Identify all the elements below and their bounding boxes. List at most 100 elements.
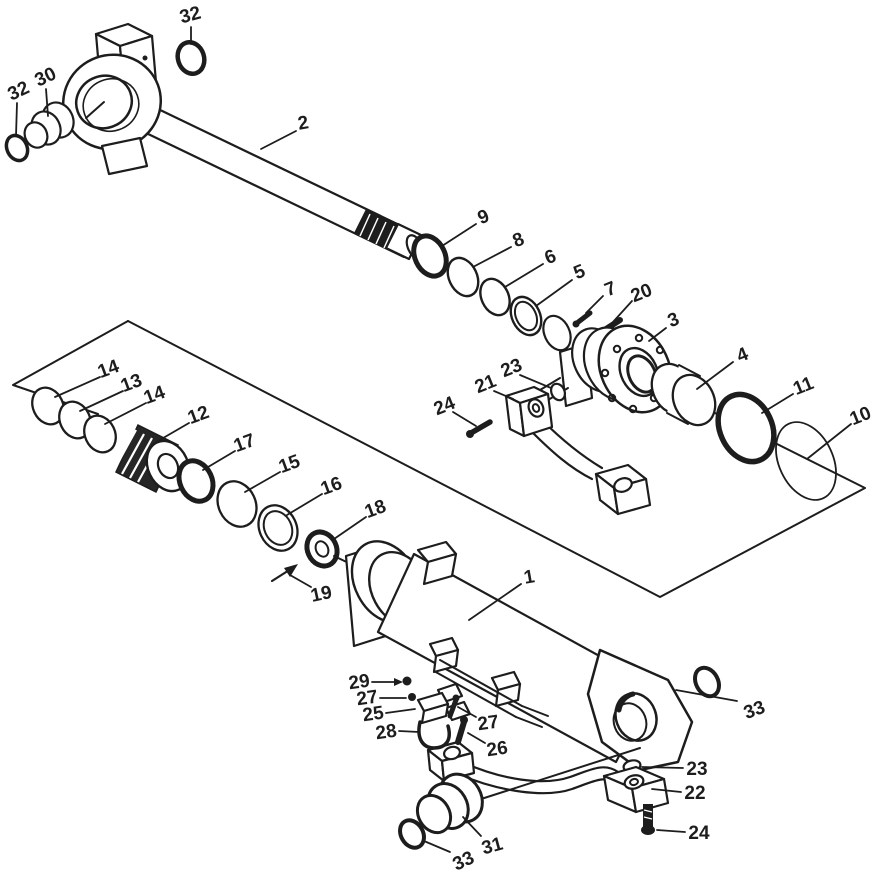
leader-4 xyxy=(696,361,734,390)
part-label-3: 3 xyxy=(665,309,683,332)
part-label-23b: 23 xyxy=(686,759,707,780)
oring-33-lower xyxy=(398,818,426,850)
piston-nut-18 xyxy=(304,529,340,569)
leader-24b xyxy=(656,829,686,833)
leader-10 xyxy=(806,423,852,460)
oring-32-left xyxy=(4,133,30,163)
leader-13 xyxy=(79,390,124,412)
bolt-27-right xyxy=(447,694,460,719)
part-label-9: 9 xyxy=(475,206,493,229)
u-clamp-28 xyxy=(417,720,451,750)
part-label-23a: 23 xyxy=(498,355,525,382)
fitting-7 xyxy=(572,310,593,328)
part-label-18: 18 xyxy=(362,496,389,523)
piston-stack xyxy=(31,386,358,583)
leader-19 xyxy=(289,574,312,588)
set-pin-19 xyxy=(270,564,298,583)
leader-2 xyxy=(260,130,297,150)
leader-6 xyxy=(504,263,544,288)
leader-31 xyxy=(462,816,482,837)
elbow-pipe-assembly xyxy=(466,377,652,516)
part-label-4: 4 xyxy=(734,344,752,368)
leader-21 xyxy=(493,390,514,400)
ring-10 xyxy=(775,421,837,501)
part-label-19: 19 xyxy=(309,582,334,607)
bolt-24-upper xyxy=(466,419,493,438)
leader-7 xyxy=(585,295,604,314)
washer-27-left xyxy=(408,693,416,701)
leader-25 xyxy=(385,708,416,714)
oring-11 xyxy=(715,391,777,465)
part-label-21: 21 xyxy=(472,371,500,399)
leader-23a xyxy=(519,374,552,389)
leader-24a xyxy=(452,411,477,427)
leader-12 xyxy=(157,422,190,442)
part-label-1: 1 xyxy=(522,566,536,589)
pipe-clamp-cluster xyxy=(394,676,472,750)
leader-5 xyxy=(535,279,573,307)
leader-26 xyxy=(467,732,486,744)
part-label-16: 16 xyxy=(318,473,345,500)
part-label-27b: 27 xyxy=(476,712,500,736)
part-label-31: 31 xyxy=(479,833,505,859)
leader-27b xyxy=(457,706,477,718)
part-label-17: 17 xyxy=(231,430,258,457)
leader-30 xyxy=(45,88,49,117)
part-label-14b: 14 xyxy=(141,382,168,409)
tube-eye-boss xyxy=(586,648,694,772)
part-label-24a: 24 xyxy=(431,393,459,421)
lower-pipe-assembly xyxy=(426,740,670,835)
part-label-29: 29 xyxy=(347,671,371,695)
part-label-25: 25 xyxy=(361,703,385,727)
leader-33a xyxy=(675,689,738,702)
leader-14a xyxy=(54,376,101,398)
piston-12 xyxy=(113,423,191,494)
part-label-24b: 24 xyxy=(688,823,710,844)
bolt-24-lower xyxy=(641,804,655,835)
part-label-27a: 27 xyxy=(355,687,379,711)
cylinder-tube xyxy=(344,540,694,772)
part-label-7: 7 xyxy=(602,278,620,301)
rod-bushing-30 xyxy=(23,101,75,149)
leader-32a xyxy=(15,102,18,137)
part-label-12: 12 xyxy=(185,402,212,429)
part-label-13: 13 xyxy=(118,370,145,397)
oring-32-top xyxy=(175,40,207,76)
part-label-10: 10 xyxy=(847,403,874,430)
rod-seal-rings xyxy=(411,233,572,352)
part-label-15: 15 xyxy=(276,451,303,478)
leader-1 xyxy=(468,583,522,621)
leader-16 xyxy=(286,493,323,516)
leader-3 xyxy=(648,327,667,342)
leader-8 xyxy=(472,246,512,268)
leader-17 xyxy=(202,450,236,471)
bushing-4 xyxy=(650,362,717,427)
part-label-33b: 33 xyxy=(450,847,478,872)
eye-bushing-31 xyxy=(415,772,484,835)
leader-9 xyxy=(441,223,477,247)
part-label-32a: 32 xyxy=(5,77,33,105)
part-label-33a: 33 xyxy=(741,697,768,724)
clamp-plate-25 xyxy=(416,691,450,725)
part-label-20: 20 xyxy=(628,280,655,307)
leader-11 xyxy=(761,393,794,414)
leader-20 xyxy=(612,300,633,323)
flange-block-22 xyxy=(602,765,670,814)
part-label-11: 11 xyxy=(790,373,817,400)
leader-18 xyxy=(333,516,367,540)
bolt-26 xyxy=(455,716,468,745)
part-label-30: 30 xyxy=(32,63,60,91)
gland-assembly xyxy=(558,324,673,414)
leader-28 xyxy=(398,730,420,733)
part-label-2: 2 xyxy=(296,112,310,135)
rod-eye xyxy=(61,22,163,176)
part-label-22: 22 xyxy=(684,783,705,804)
leader-15 xyxy=(244,471,281,493)
part-label-28: 28 xyxy=(374,721,398,745)
part-label-5: 5 xyxy=(571,261,589,285)
leader-14b xyxy=(104,402,147,425)
bolt-29 xyxy=(402,676,412,686)
leader-23b xyxy=(641,766,684,769)
